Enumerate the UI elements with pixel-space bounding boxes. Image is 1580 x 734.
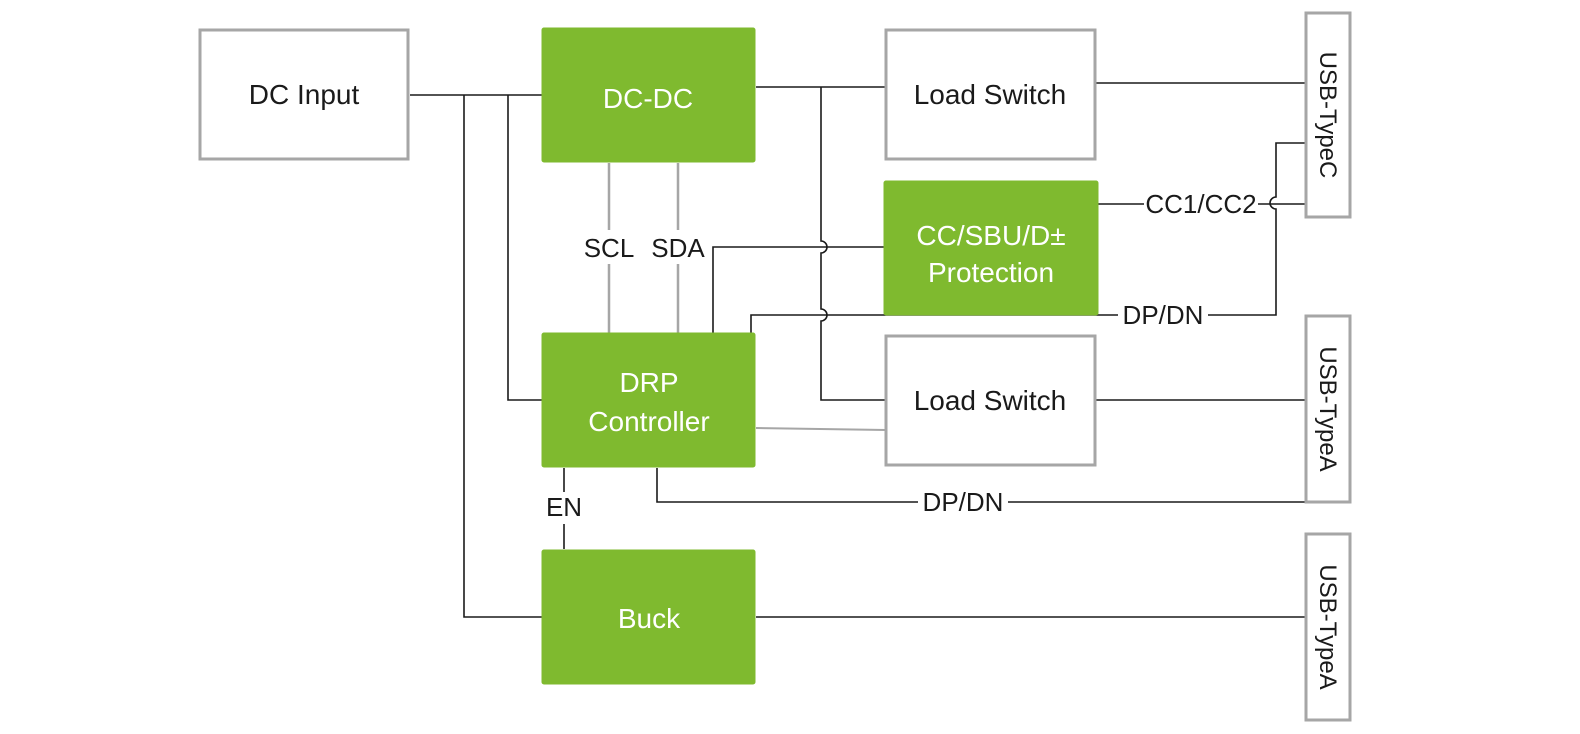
load-switch-top-block: Load Switch — [884, 28, 1097, 161]
protection-label-line2: Protection — [928, 257, 1054, 288]
load-switch-bottom-label: Load Switch — [914, 385, 1067, 416]
sda-label: SDA — [651, 233, 705, 263]
load-switch-top-label: Load Switch — [914, 79, 1067, 110]
drp-controller-block: DRP Controller — [541, 332, 756, 468]
wire-dpdn-bottom — [656, 468, 1306, 503]
dc-input-label: DC Input — [249, 79, 360, 110]
dc-dc-block: DC-DC — [541, 27, 756, 163]
scl-label: SCL — [584, 233, 635, 263]
usb-typec-label: USB-TypeC — [1314, 52, 1341, 179]
usb-typea-label-1: USB-TypeA — [1314, 346, 1341, 471]
protection-block: CC/SBU/D± Protection — [883, 180, 1099, 316]
usb-typec-port: USB-TypeC — [1304, 11, 1352, 219]
cc-label: CC1/CC2 — [1145, 189, 1256, 219]
usb-typea-port-2: USB-TypeA — [1304, 532, 1352, 722]
wire-bus-to-drp — [507, 95, 542, 401]
usb-typea-label-2: USB-TypeA — [1314, 564, 1341, 689]
dc-dc-label: DC-DC — [603, 83, 693, 114]
en-label: EN — [546, 492, 582, 522]
wire-drp-to-load-switch-control — [755, 427, 887, 431]
buck-block: Buck — [541, 549, 756, 685]
drp-label-line1: DRP — [619, 367, 678, 398]
wire-bus-to-buck — [463, 95, 542, 618]
drp-label-line2: Controller — [588, 406, 709, 437]
wire-drp-to-protection — [712, 246, 886, 333]
dc-input-block: DC Input — [198, 28, 410, 161]
dpdn-top-label: DP/DN — [1123, 300, 1204, 330]
usb-typea-port-1: USB-TypeA — [1304, 314, 1352, 504]
protection-label-line1: CC/SBU/D± — [916, 220, 1065, 251]
signal-labels: SCL SDA CC1/CC2 DP/DN DP/DN EN — [544, 188, 1258, 524]
load-switch-bottom-block: Load Switch — [884, 334, 1097, 467]
dpdn-bottom-label: DP/DN — [923, 487, 1004, 517]
buck-label: Buck — [618, 603, 681, 634]
wire-dcdc-to-load-switch-bottom — [820, 87, 886, 401]
